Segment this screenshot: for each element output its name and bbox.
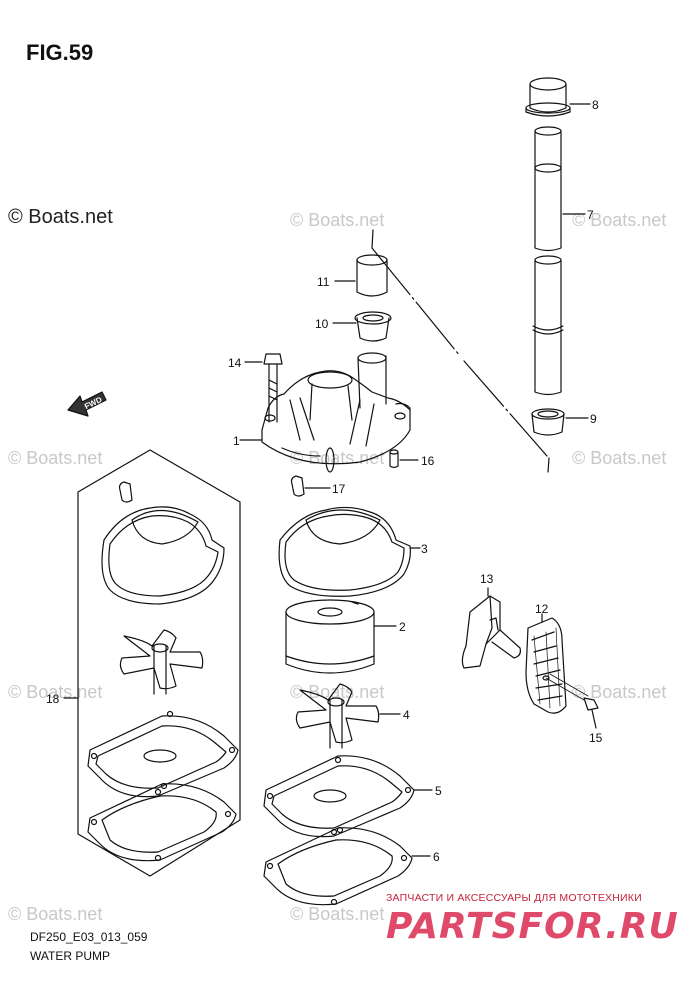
part-6-gasket	[263, 826, 413, 906]
callout-5: 5	[435, 784, 442, 798]
callout-16: 16	[421, 454, 435, 468]
watermark: © Boats.net	[572, 210, 667, 230]
part-1-pump-case	[261, 352, 411, 473]
callout-3: 3	[421, 542, 428, 556]
callout-9: 9	[590, 412, 597, 426]
watermark: © Boats.net	[572, 682, 667, 702]
watermark: © Boats.net	[290, 448, 385, 468]
callout-6: 6	[433, 850, 440, 864]
watermark: © Boats.net	[8, 448, 103, 468]
part-3-gasket-ring	[278, 506, 411, 597]
callout-labels: 1 2 3 4 5 6 7 8 9 10 11 12 13 14 15 16 1…	[46, 98, 603, 864]
part-12-plate	[525, 617, 567, 714]
callout-7: 7	[587, 208, 594, 222]
callout-8: 8	[592, 98, 599, 112]
diagram-code: DF250_E03_013_059	[30, 930, 148, 944]
part-4-impeller	[295, 683, 380, 749]
fwd-arrow	[67, 391, 107, 417]
part-2-liner	[285, 599, 375, 674]
callout-18: 18	[46, 692, 60, 706]
part-16-pin	[389, 449, 399, 469]
callout-11: 11	[317, 275, 330, 289]
part-13-bracket	[461, 595, 521, 669]
callout-13: 13	[480, 572, 494, 586]
figure-title: FIG.59	[26, 40, 94, 65]
watermark: © Boats.net	[290, 210, 385, 230]
shop-tagline: ЗАПЧАСТИ И АКСЕССУАРЫ ДЛЯ МОТОТЕХНИКИ	[386, 892, 642, 904]
watermark: © Boats.net	[290, 904, 385, 924]
part-15-screw	[545, 673, 599, 711]
watermark: © Boats.net	[8, 682, 103, 702]
watermark: © Boats.net	[8, 206, 113, 228]
watermark: © Boats.net	[572, 448, 667, 468]
callout-1: 1	[233, 434, 240, 448]
diagram-name: WATER PUMP	[30, 949, 110, 963]
callout-14: 14	[228, 356, 242, 370]
callout-15: 15	[589, 731, 603, 745]
part-14-bolt	[263, 353, 283, 423]
part-5-plate	[263, 755, 415, 838]
callout-2: 2	[399, 620, 406, 634]
callout-17: 17	[332, 482, 346, 496]
part-17-key	[290, 475, 305, 497]
shop-logo: PARTSFOR.RU	[386, 906, 679, 947]
part-11-sleeve	[356, 254, 388, 297]
part-9-bushing	[531, 408, 565, 436]
watermark: © Boats.net	[8, 904, 103, 924]
callout-10: 10	[315, 317, 329, 331]
callout-12: 12	[535, 602, 549, 616]
watermark: © Boats.net	[290, 682, 385, 702]
part-10-bushing	[354, 311, 392, 342]
callout-4: 4	[403, 708, 410, 722]
part-8-bushing	[525, 77, 571, 117]
part-7-tube	[532, 126, 564, 396]
fwd-label: FWD	[83, 395, 104, 411]
